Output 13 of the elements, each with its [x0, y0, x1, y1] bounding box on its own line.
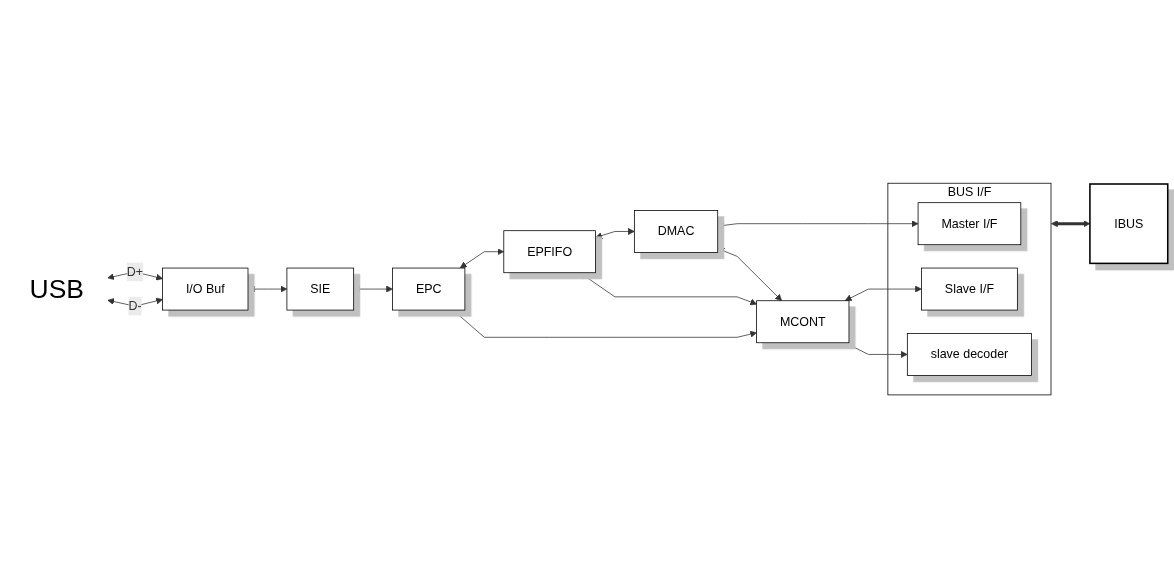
node-box: EPC: [392, 268, 466, 311]
node-text: USB: [29, 274, 85, 304]
edge-label: D-: [128, 299, 142, 313]
node-box: Master I/F: [917, 202, 1022, 246]
node-box: Slave I/F: [921, 268, 1018, 311]
node-box: slave decoder: [906, 333, 1032, 377]
node-box: SIE: [286, 268, 355, 311]
edge-label: D+: [126, 265, 144, 279]
node-box: IBUS: [1089, 183, 1169, 265]
node-box: I/O Buf: [162, 268, 249, 311]
node-box: MCONT: [756, 300, 850, 344]
node-box: EPFIFO: [503, 230, 596, 274]
node-box: DMAC: [633, 210, 719, 254]
